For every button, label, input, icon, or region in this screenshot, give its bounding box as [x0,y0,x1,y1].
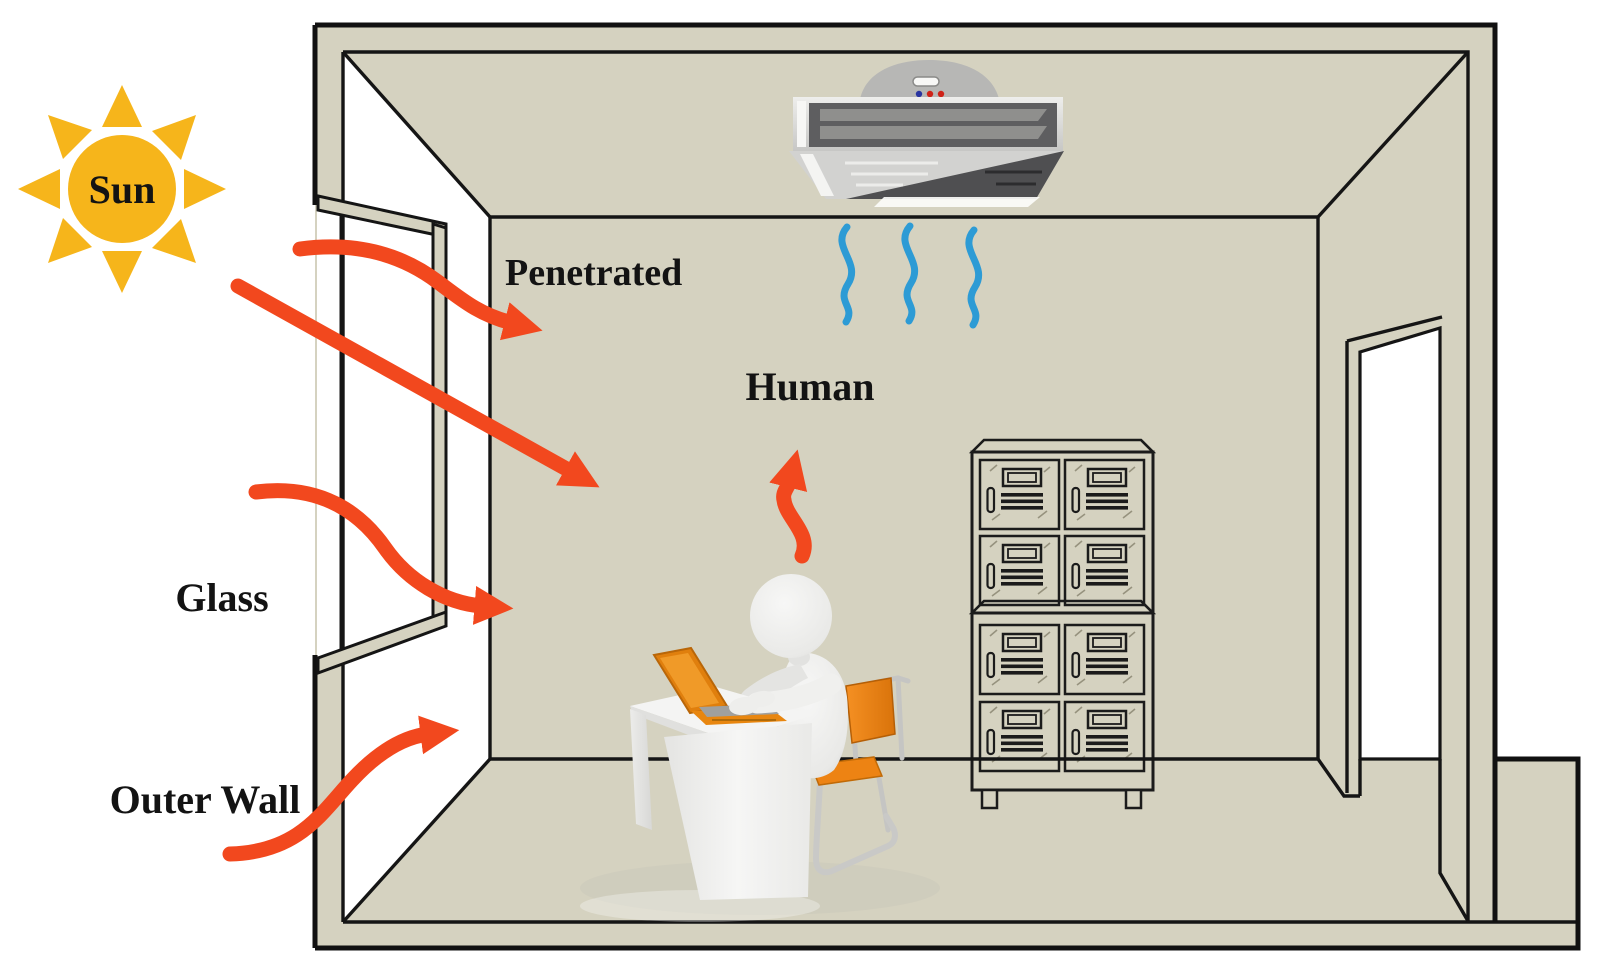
human-figure-icon [739,574,848,779]
window-icon [316,194,448,676]
air-conditioner-icon [789,60,1064,207]
heat-arrow-human [769,449,812,564]
human-label: Human [745,364,875,409]
airflow-wave-icon [838,222,983,329]
outer-wall-outline [312,22,1581,951]
sun-disc [68,135,176,243]
penetrated-label: Penetrated [505,252,683,294]
heat-arrow-solar [230,278,600,488]
glass-label: Glass [175,575,269,620]
hands [729,673,842,716]
sun-label: Sun [88,167,156,212]
sun-icon [18,85,226,293]
sun-rays [18,85,226,293]
window-wall-face [343,52,490,922]
locker-cabinet-icon [968,438,1157,810]
heat-arrow-penetrated [292,239,543,341]
heat-arrows [222,239,812,862]
outer-wall-label: Outer Wall [109,777,301,822]
heat-arrow-outer-wall [222,715,460,862]
door-opening [1358,325,1442,761]
heat-arrow-glass [248,483,514,625]
